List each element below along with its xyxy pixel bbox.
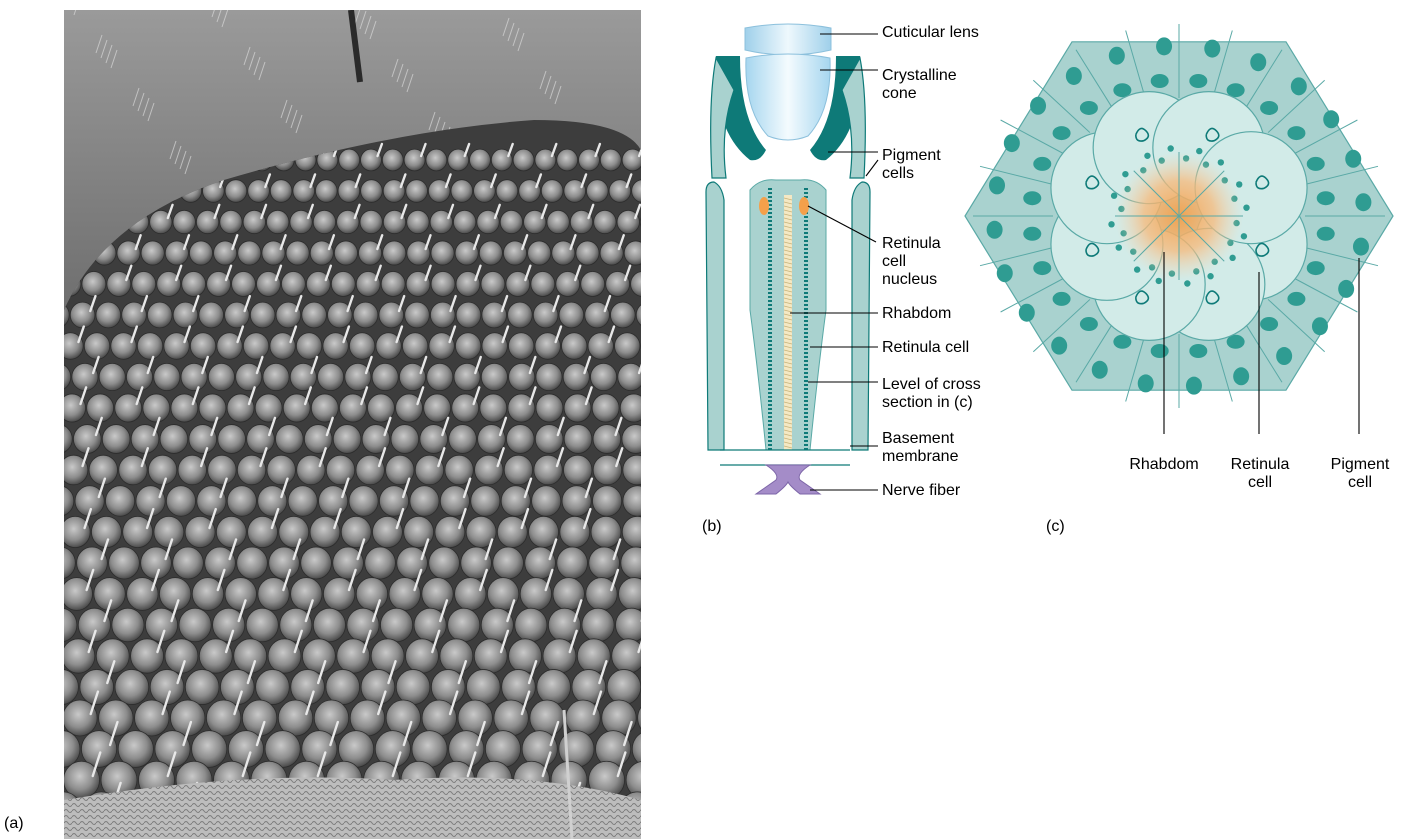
- label-retinula-c-1: Retinula: [1215, 456, 1305, 474]
- label-pigment-cells-2: cells: [882, 165, 914, 183]
- label-retinula-nucleus-3: nucleus: [882, 271, 937, 289]
- label-pigment-c-1: Pigment: [1315, 456, 1403, 474]
- panel-c-tag: (c): [1046, 518, 1065, 536]
- label-pigment-cells-1: Pigment: [882, 147, 941, 165]
- crystalline-cone-shape: [746, 54, 830, 140]
- label-retinula-nucleus-2: cell: [882, 253, 906, 271]
- long-pigment-right: [852, 182, 870, 450]
- ommatidium-cross-section: [945, 4, 1403, 434]
- compound-eye-micrograph: [64, 10, 641, 839]
- compound-eye-photo: [64, 10, 641, 839]
- cross-section-diagram: Rhabdom Retinula cell Pigment cell: [945, 4, 1403, 504]
- label-crystalline-cone-2: cone: [882, 85, 917, 103]
- label-retinula-c-2: cell: [1215, 474, 1305, 492]
- panel-b-tag: (b): [702, 518, 722, 536]
- retinula-nucleus-right: [799, 197, 809, 215]
- label-rhabdom-c: Rhabdom: [1119, 456, 1209, 474]
- long-pigment-left: [706, 182, 724, 450]
- retinula-nucleus-left: [759, 197, 769, 215]
- panel-a-tag: (a): [4, 815, 24, 833]
- label-basement-1: Basement: [882, 430, 954, 448]
- label-rhabdom-b: Rhabdom: [882, 305, 951, 323]
- cuticular-lens-shape: [745, 24, 831, 55]
- label-pigment-c-2: cell: [1315, 474, 1403, 492]
- label-retinula-nucleus-1: Retinula: [882, 235, 941, 253]
